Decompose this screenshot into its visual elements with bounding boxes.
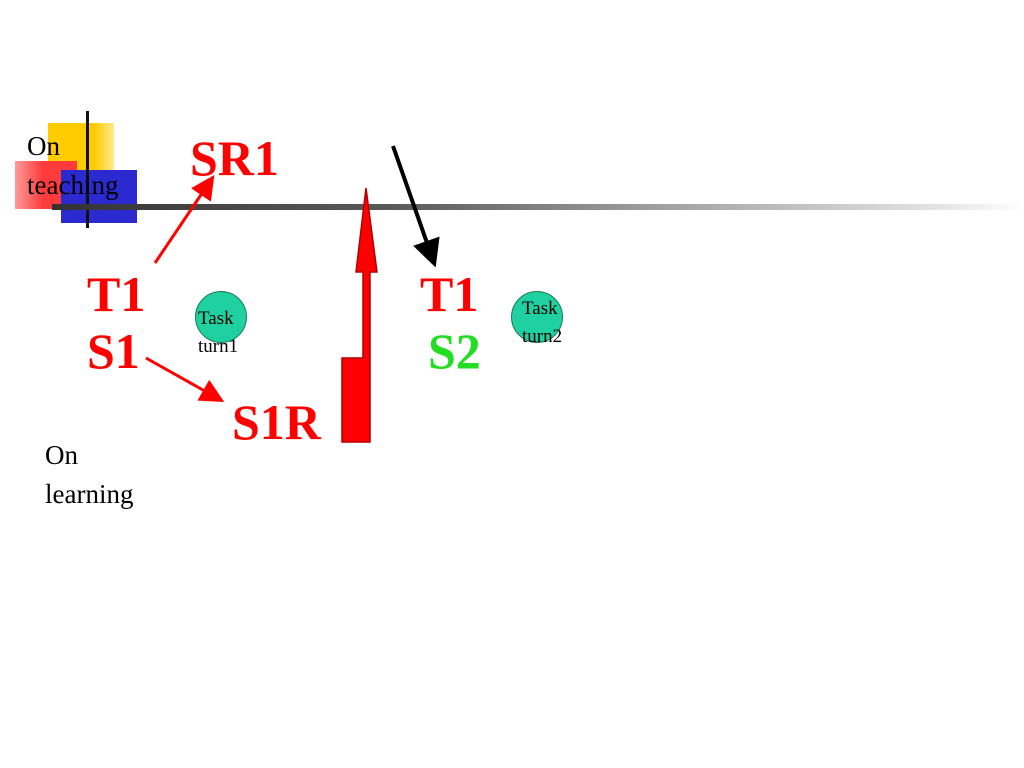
task-turn2-subtext: turn2 <box>522 326 563 347</box>
on-teaching-label: On teaching <box>27 131 119 200</box>
t1-to-sr1-arrow <box>153 175 215 264</box>
task-turn1-text: Task <box>198 308 234 329</box>
task-turn2-text: Task <box>522 298 558 319</box>
title-divider-line <box>52 204 1024 210</box>
decor-vertical-line <box>86 111 89 228</box>
s1-to-s1r-arrow <box>145 356 225 402</box>
task-turn1-circle <box>195 291 247 343</box>
s1r-label: S1R <box>232 394 321 450</box>
decor-blue-square <box>61 170 137 223</box>
s2-label: S2 <box>428 323 481 379</box>
t1-right-label: T1 <box>420 266 479 322</box>
on-learning-label: On learning <box>45 440 134 509</box>
task-turn2-circle <box>511 291 563 343</box>
s1-label: S1 <box>87 323 140 379</box>
black-down-arrow <box>391 145 440 268</box>
t1-left-label: T1 <box>87 266 146 322</box>
task-turn1-subtext: turn1 <box>198 336 239 357</box>
big-red-up-arrow <box>341 187 378 443</box>
